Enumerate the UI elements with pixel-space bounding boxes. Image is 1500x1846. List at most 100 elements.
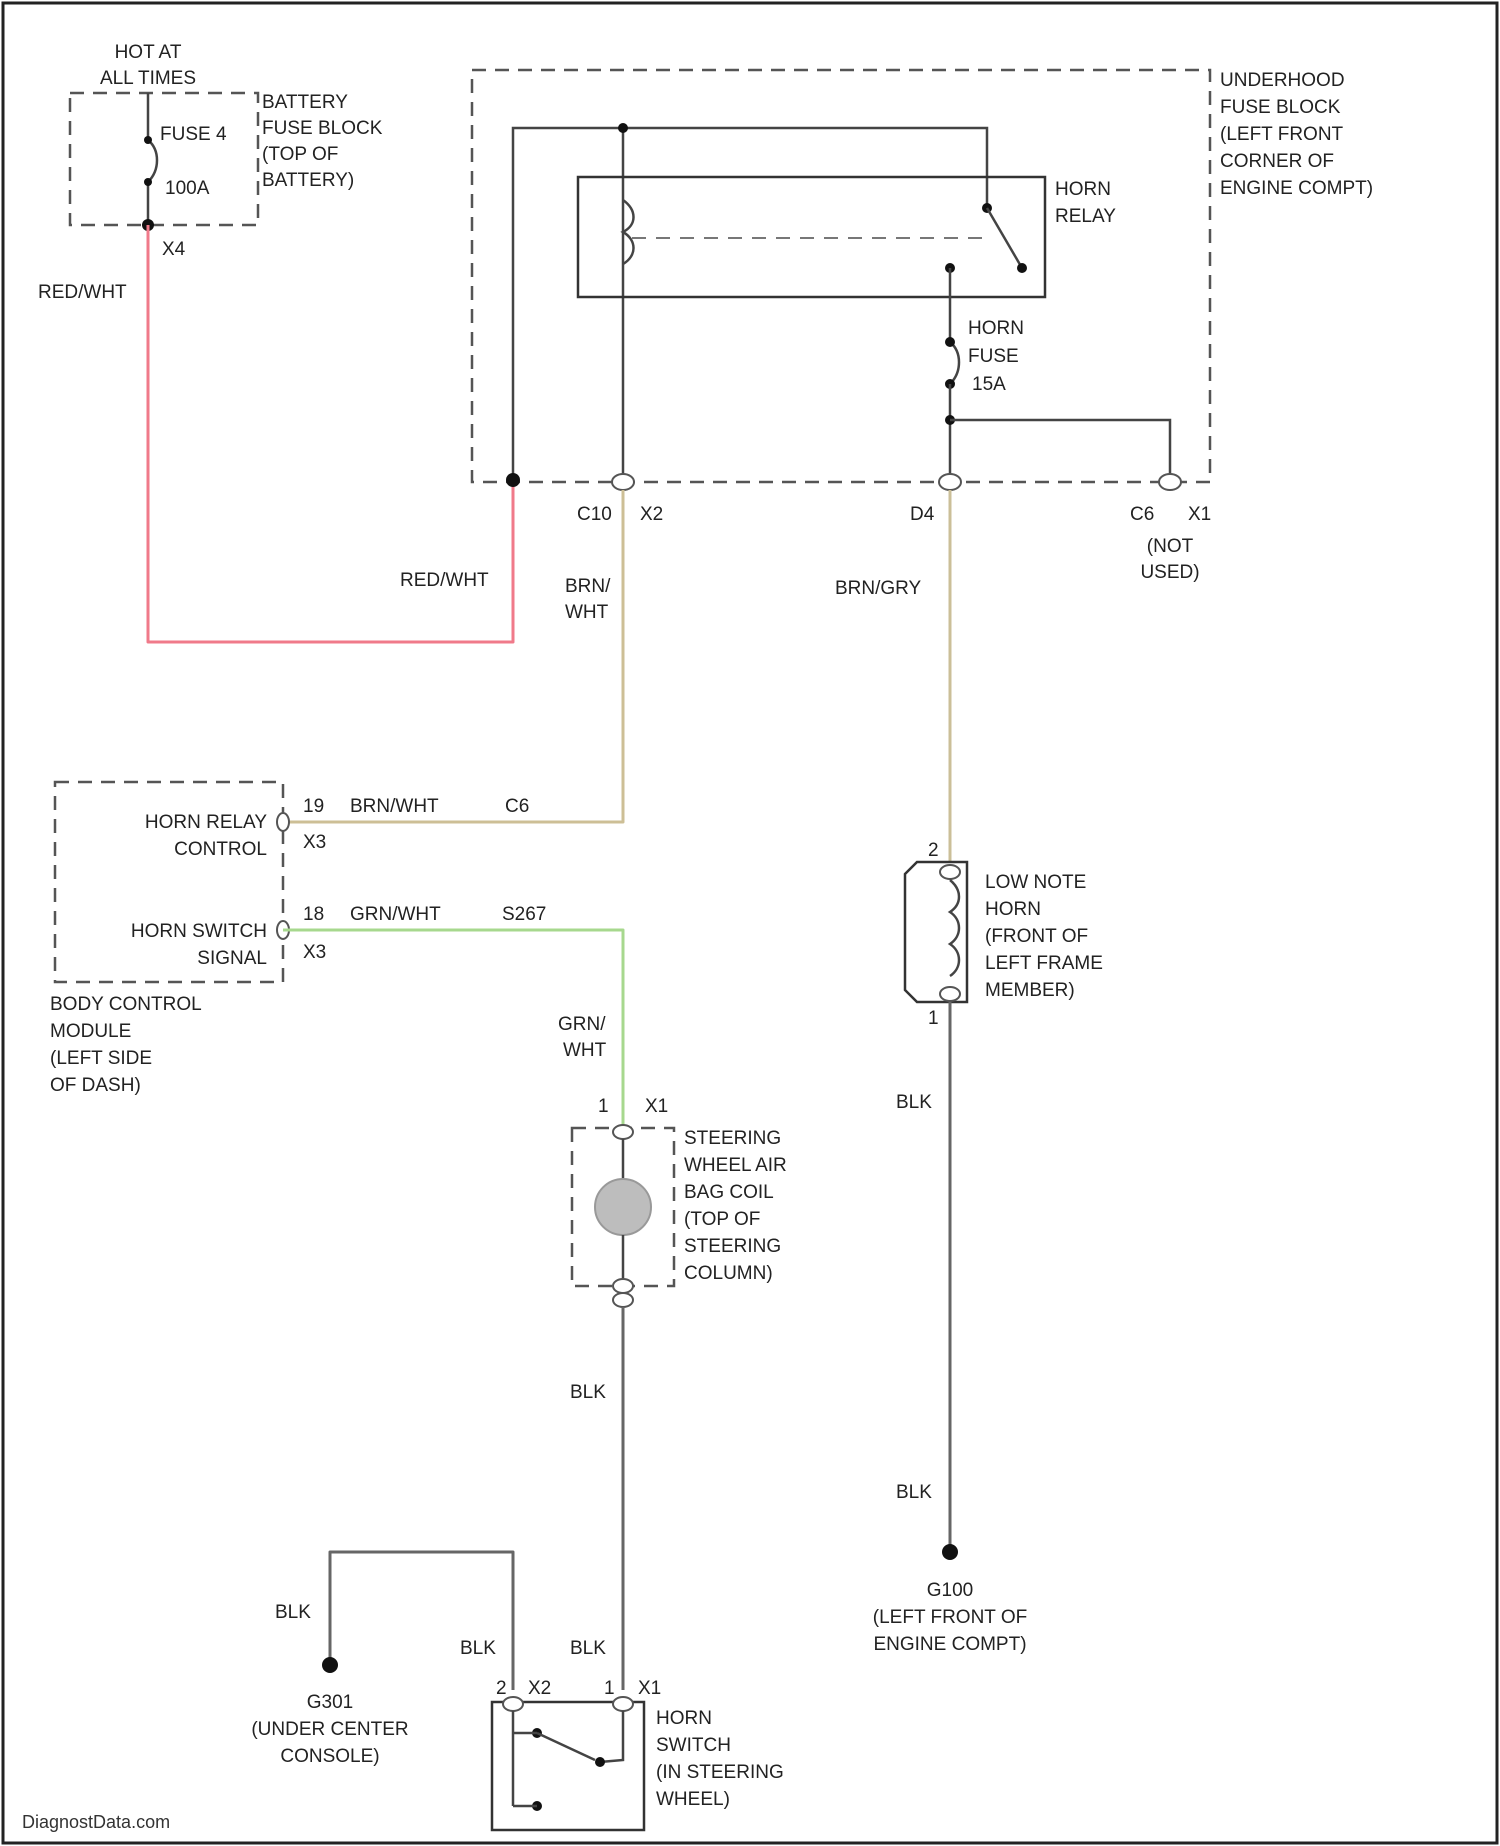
bcm-relay-splice-label: C6 (505, 796, 529, 817)
battery-fuse-block-outline (70, 93, 258, 225)
horn-relay-control-label-1: HORN RELAY (145, 812, 267, 833)
coil-label-4: (TOP OF (684, 1209, 760, 1230)
horn-blk-wire-label-2: BLK (896, 1482, 932, 1503)
not-used-label-2: USED) (1140, 562, 1199, 583)
switch-conn-left: X2 (528, 1678, 551, 1699)
g100-label-2: (LEFT FRONT OF (873, 1607, 1027, 1628)
fuse-4-symbol (148, 140, 157, 182)
horn-fuse-symbol (950, 342, 959, 384)
horn-fuse-label-1: HORN (968, 318, 1024, 339)
horn-switch-label-4: WHEEL) (656, 1789, 730, 1810)
bcm-relay-pin (277, 813, 289, 831)
horn-switch-signal-label-1: HORN SWITCH (131, 921, 267, 942)
connector-c6-pin (1159, 474, 1181, 490)
g301-label-2: (UNDER CENTER (251, 1719, 408, 1740)
horn-switch-label-2: SWITCH (656, 1735, 731, 1756)
connector-d4-label: D4 (910, 504, 935, 525)
connector-c10-label: C10 (577, 504, 612, 525)
connector-c6-label: C6 (1130, 504, 1154, 525)
horn-relay-label-2: RELAY (1055, 206, 1116, 227)
horn-switch-signal-label-2: SIGNAL (197, 948, 267, 969)
coil-label-3: BAG COIL (684, 1182, 774, 1203)
g301-label-1: G301 (307, 1692, 353, 1713)
ground-g100: G100 (LEFT FRONT OF ENGINE COMPT) (873, 1544, 1027, 1655)
fuse-4-label: FUSE 4 (160, 124, 227, 145)
coil-blk-wire-label: BLK (570, 1382, 606, 1403)
brn-wht-wire-label-2: WHT (565, 602, 609, 623)
horn-switch-outline (492, 1702, 644, 1830)
connector-c6-pin-label: X1 (1188, 504, 1211, 525)
g100-label-1: G100 (927, 1580, 973, 1601)
underhood-label-5: ENGINE COMPT) (1220, 178, 1373, 199)
horn-switch-label-3: (IN STEERING (656, 1762, 784, 1783)
coil-label-5: STEERING (684, 1236, 781, 1257)
grn-wht-wire-label-1: GRN/ (558, 1014, 606, 1035)
grn-wht-wire-label-2: WHT (563, 1040, 607, 1061)
underhood-label-4: CORNER OF (1220, 151, 1334, 172)
coil-conn-label: X1 (645, 1096, 668, 1117)
connector-c10-pin (612, 474, 634, 490)
body-control-module: HORN RELAY CONTROL HORN SWITCH SIGNAL BO… (50, 782, 283, 1096)
bcm-relay-wire-label: BRN/WHT (350, 796, 439, 817)
bcm-relay-conn-label: X3 (303, 832, 326, 853)
bcm-label-1: BODY CONTROL (50, 994, 202, 1015)
battery-pin-label: X4 (162, 239, 186, 260)
bcm-label-4: OF DASH) (50, 1075, 141, 1096)
horn-relay-label-1: HORN (1055, 179, 1111, 200)
battery-block-label-2: FUSE BLOCK (262, 118, 383, 139)
low-note-horn: 2 1 LOW NOTE HORN (FRONT OF LEFT FRAME M… (905, 840, 1103, 1029)
horn-blk-wire-label-1: BLK (896, 1092, 932, 1113)
switch-wire-label-right: BLK (570, 1638, 606, 1659)
battery-block-label-4: BATTERY) (262, 170, 354, 191)
steering-wheel-air-bag-coil: 1 X1 STEERING WHEEL AIR BAG COIL (TOP OF… (572, 1096, 787, 1307)
horn-label-5: MEMBER) (985, 980, 1075, 1001)
not-used-label-1: (NOT (1147, 536, 1194, 557)
switch-wire-label-left: BLK (460, 1638, 496, 1659)
bcm-label-3: (LEFT SIDE (50, 1048, 152, 1069)
g301-wire-label: BLK (275, 1602, 311, 1623)
bcm-switch-wire-label: GRN/WHT (350, 904, 441, 925)
horn-coil-icon (950, 880, 959, 976)
ground-g100-icon (942, 1544, 958, 1560)
battery-block-label-3: (TOP OF (262, 144, 338, 165)
underhood-label-3: (LEFT FRONT (1220, 124, 1344, 145)
coil-label-2: WHEEL AIR (684, 1155, 787, 1176)
g301-label-3: CONSOLE) (280, 1746, 379, 1767)
fuse-4-rating: 100A (165, 178, 210, 199)
battery-block-label-1: BATTERY (262, 92, 348, 113)
ground-g301: G301 (UNDER CENTER CONSOLE) (251, 1657, 408, 1767)
horn-relay-control-label-2: CONTROL (174, 839, 267, 860)
switch-pin-right: 1 (604, 1678, 615, 1699)
horn-switch-label-1: HORN (656, 1708, 712, 1729)
brn-wht-wire-label-1: BRN/ (565, 576, 611, 597)
ground-g301-icon (322, 1657, 338, 1673)
relay-switch-contact (987, 208, 1022, 268)
hot-at-all-times-label-1: HOT AT (115, 42, 182, 63)
horn-switch-contact-icon (537, 1733, 595, 1760)
coil-pin-number: 1 (598, 1096, 609, 1117)
connector-d4-pin (939, 474, 961, 490)
horn-top-pin: 2 (928, 840, 939, 861)
horn-bottom-pin: 1 (928, 1008, 939, 1029)
g100-label-3: ENGINE COMPT) (873, 1634, 1026, 1655)
relay-coil-icon (623, 200, 634, 264)
horn-label-3: (FRONT OF (985, 926, 1088, 947)
horn-label-2: HORN (985, 899, 1041, 920)
watermark: DiagnostData.com (22, 1812, 170, 1832)
switch-pin-left: 2 (496, 1678, 507, 1699)
red-wht-wire-label-left: RED/WHT (38, 282, 127, 303)
battery-fuse-block: HOT AT ALL TIMES FUSE 4 100A BATTERY FUS… (38, 42, 383, 303)
coil-label-6: COLUMN) (684, 1263, 773, 1284)
underhood-label-2: FUSE BLOCK (1220, 97, 1341, 118)
underhood-fuse-block: UNDERHOOD FUSE BLOCK (LEFT FRONT CORNER … (472, 70, 1373, 583)
horn-label-4: LEFT FRAME (985, 953, 1103, 974)
bcm-switch-pin-number: 18 (303, 904, 324, 925)
brn-wht-wire (283, 490, 623, 822)
clockspring-icon (595, 1179, 651, 1235)
hot-at-all-times-label-2: ALL TIMES (100, 68, 196, 89)
bcm-switch-conn-label: X3 (303, 942, 326, 963)
bcm-relay-pin-number: 19 (303, 796, 324, 817)
bcm-label-2: MODULE (50, 1021, 131, 1042)
connector-c10-pin-label: X2 (640, 504, 663, 525)
